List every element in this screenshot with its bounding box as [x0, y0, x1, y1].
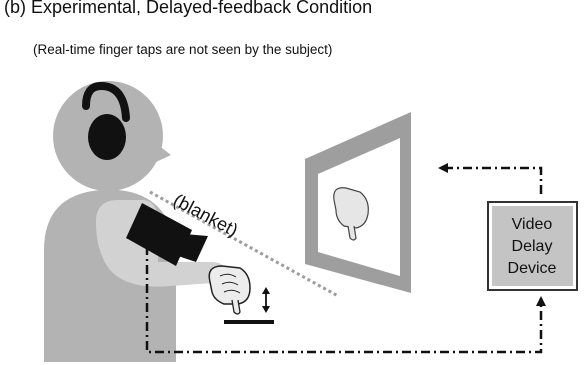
- device-label-line2: Delay: [512, 238, 553, 255]
- device-label-line1: Video: [512, 216, 553, 233]
- subject-hand-icon: [209, 266, 250, 304]
- subject-nose: [156, 145, 171, 162]
- subject-finger: [232, 300, 240, 314]
- up-down-arrow-icon: [262, 287, 270, 313]
- video-delay-device: Video Delay Device: [488, 202, 577, 290]
- headphones-cup: [88, 114, 126, 160]
- monitor: [305, 112, 411, 293]
- device-label-line3: Device: [508, 260, 557, 277]
- note-text: (Real-time finger taps are not seen by t…: [33, 42, 332, 57]
- figure-caption: (b) Experimental, Delayed-feedback Condi…: [4, 0, 372, 17]
- signal-path-device-to-monitor: [440, 168, 541, 194]
